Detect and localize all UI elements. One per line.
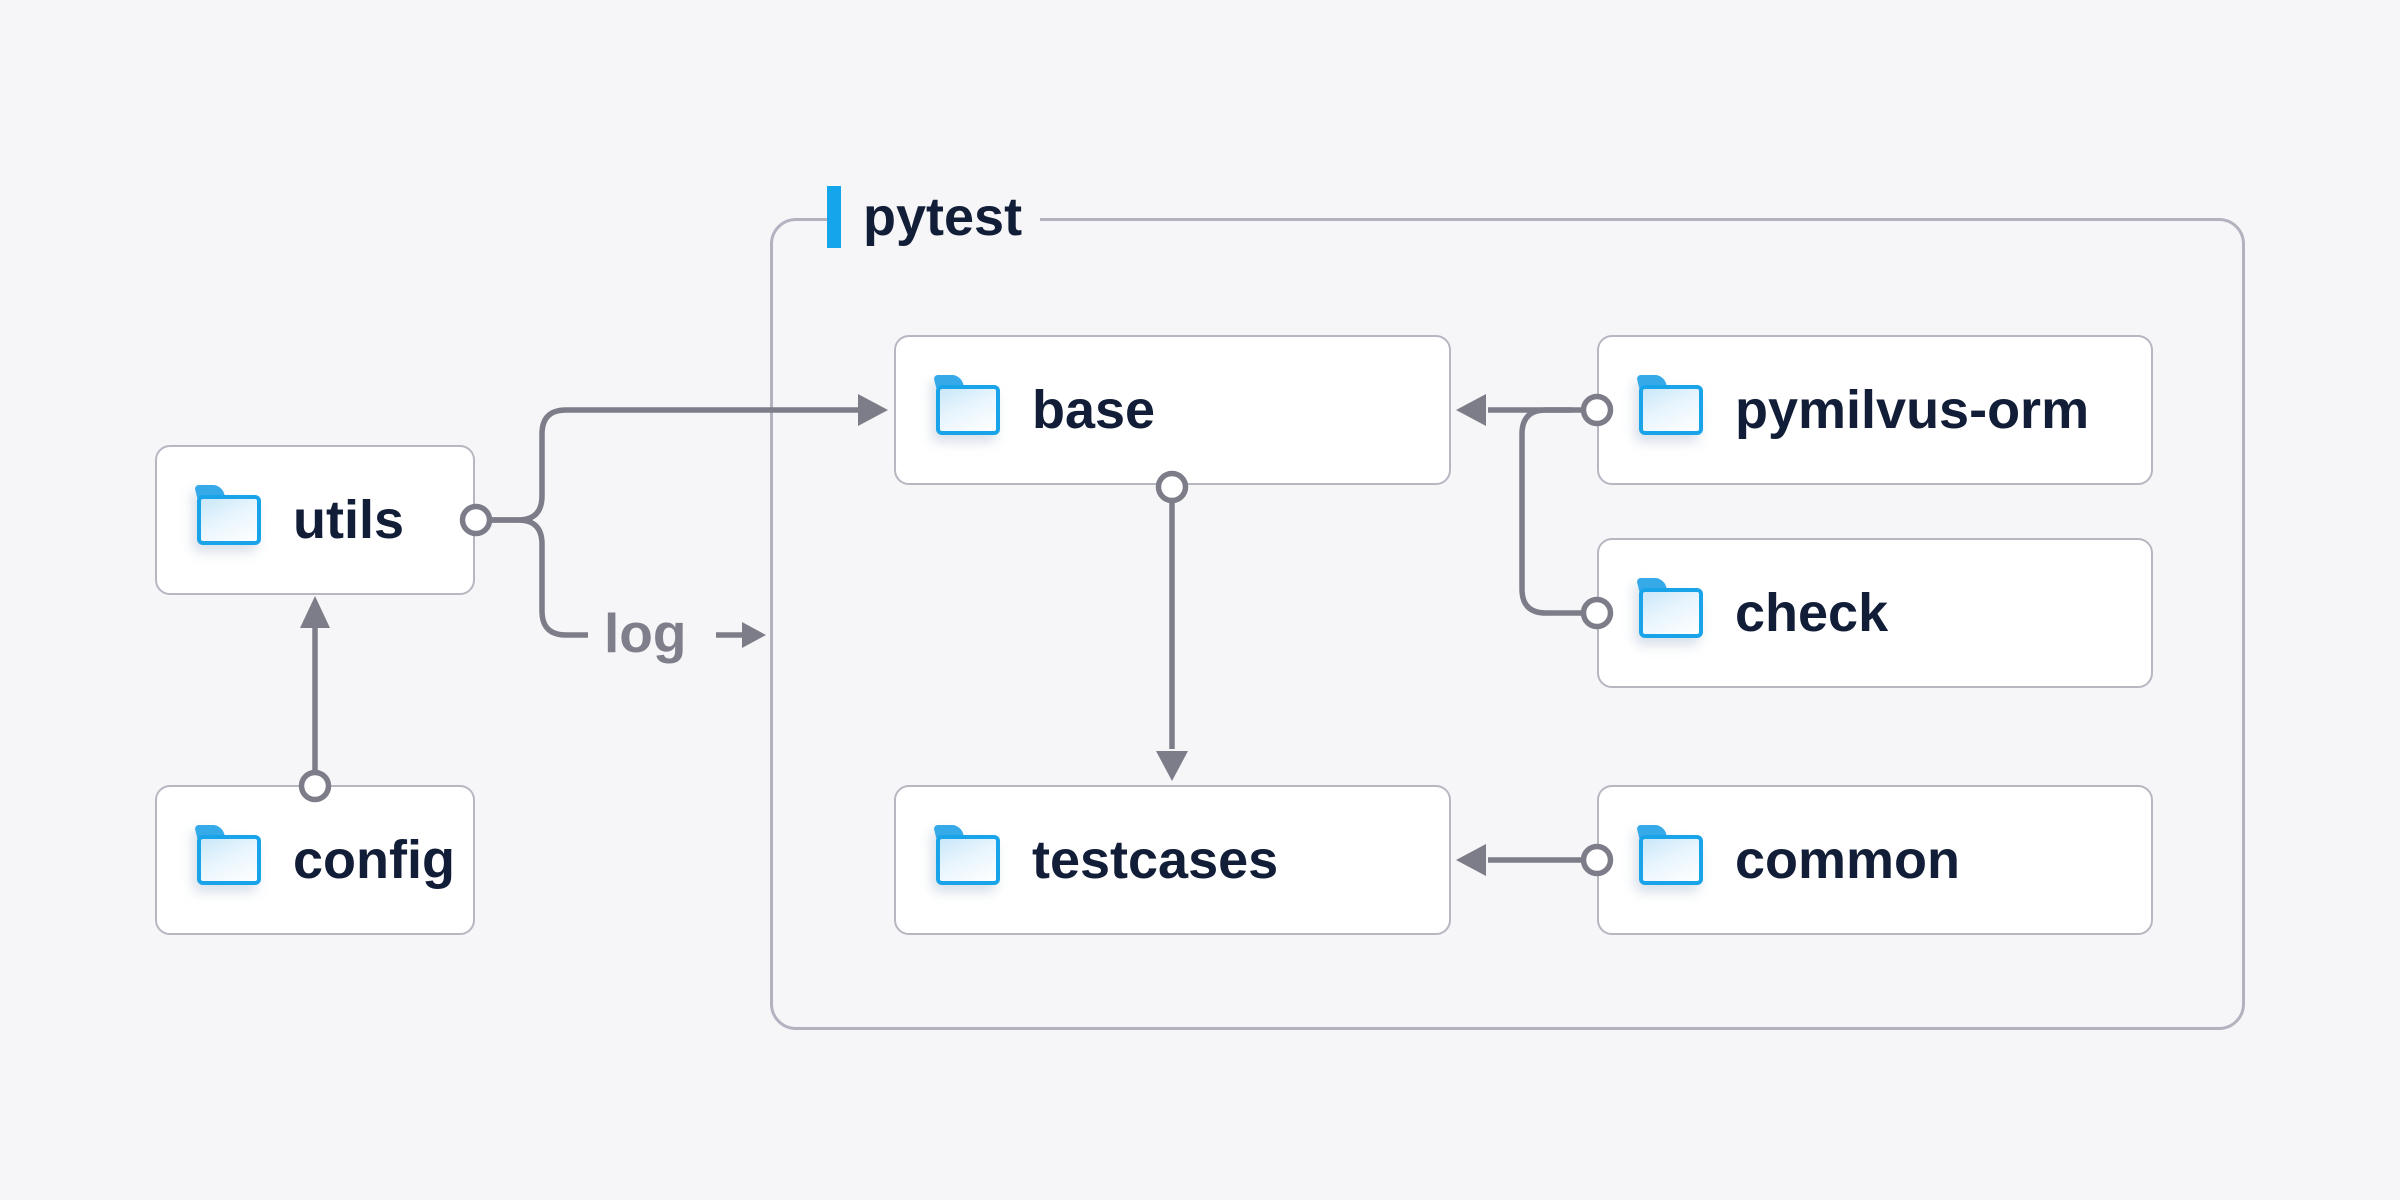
folder-body [1639, 835, 1703, 885]
folder-body [936, 835, 1000, 885]
folder-icon [933, 375, 1000, 435]
node-label-common: common [1735, 830, 1961, 890]
node-testcases: testcases [894, 785, 1451, 935]
pytest-container [770, 218, 2245, 1030]
folder-body [1639, 385, 1703, 435]
node-config: config [155, 785, 475, 935]
folder-body [197, 835, 261, 885]
node-label-utils: utils [293, 490, 405, 550]
node-check: check [1597, 538, 2153, 688]
arrowhead-log [742, 622, 766, 648]
edge-label-log: log [604, 602, 687, 664]
arrowhead-into-utils [300, 596, 330, 628]
node-common: common [1597, 785, 2153, 935]
folder-icon [1636, 578, 1703, 638]
node-label-config: config [293, 830, 455, 890]
folder-icon [1636, 825, 1703, 885]
edge-utils-log [492, 517, 588, 638]
folder-body [197, 495, 261, 545]
folder-icon [933, 825, 1000, 885]
accent-bar-icon [827, 186, 841, 248]
node-utils: utils [155, 445, 475, 595]
pytest-container-label: pytest [827, 186, 1041, 248]
folder-icon [194, 825, 261, 885]
node-label-pymilvus-orm: pymilvus-orm [1735, 380, 2090, 440]
pytest-label-text: pytest [863, 187, 1023, 247]
node-label-base: base [1032, 380, 1156, 440]
folder-body [1639, 588, 1703, 638]
folder-icon [194, 485, 261, 545]
folder-body [936, 385, 1000, 435]
node-pymilvus-orm: pymilvus-orm [1597, 335, 2153, 485]
node-label-testcases: testcases [1032, 830, 1279, 890]
node-base: base [894, 335, 1451, 485]
node-label-check: check [1735, 583, 1889, 643]
folder-icon [1636, 375, 1703, 435]
